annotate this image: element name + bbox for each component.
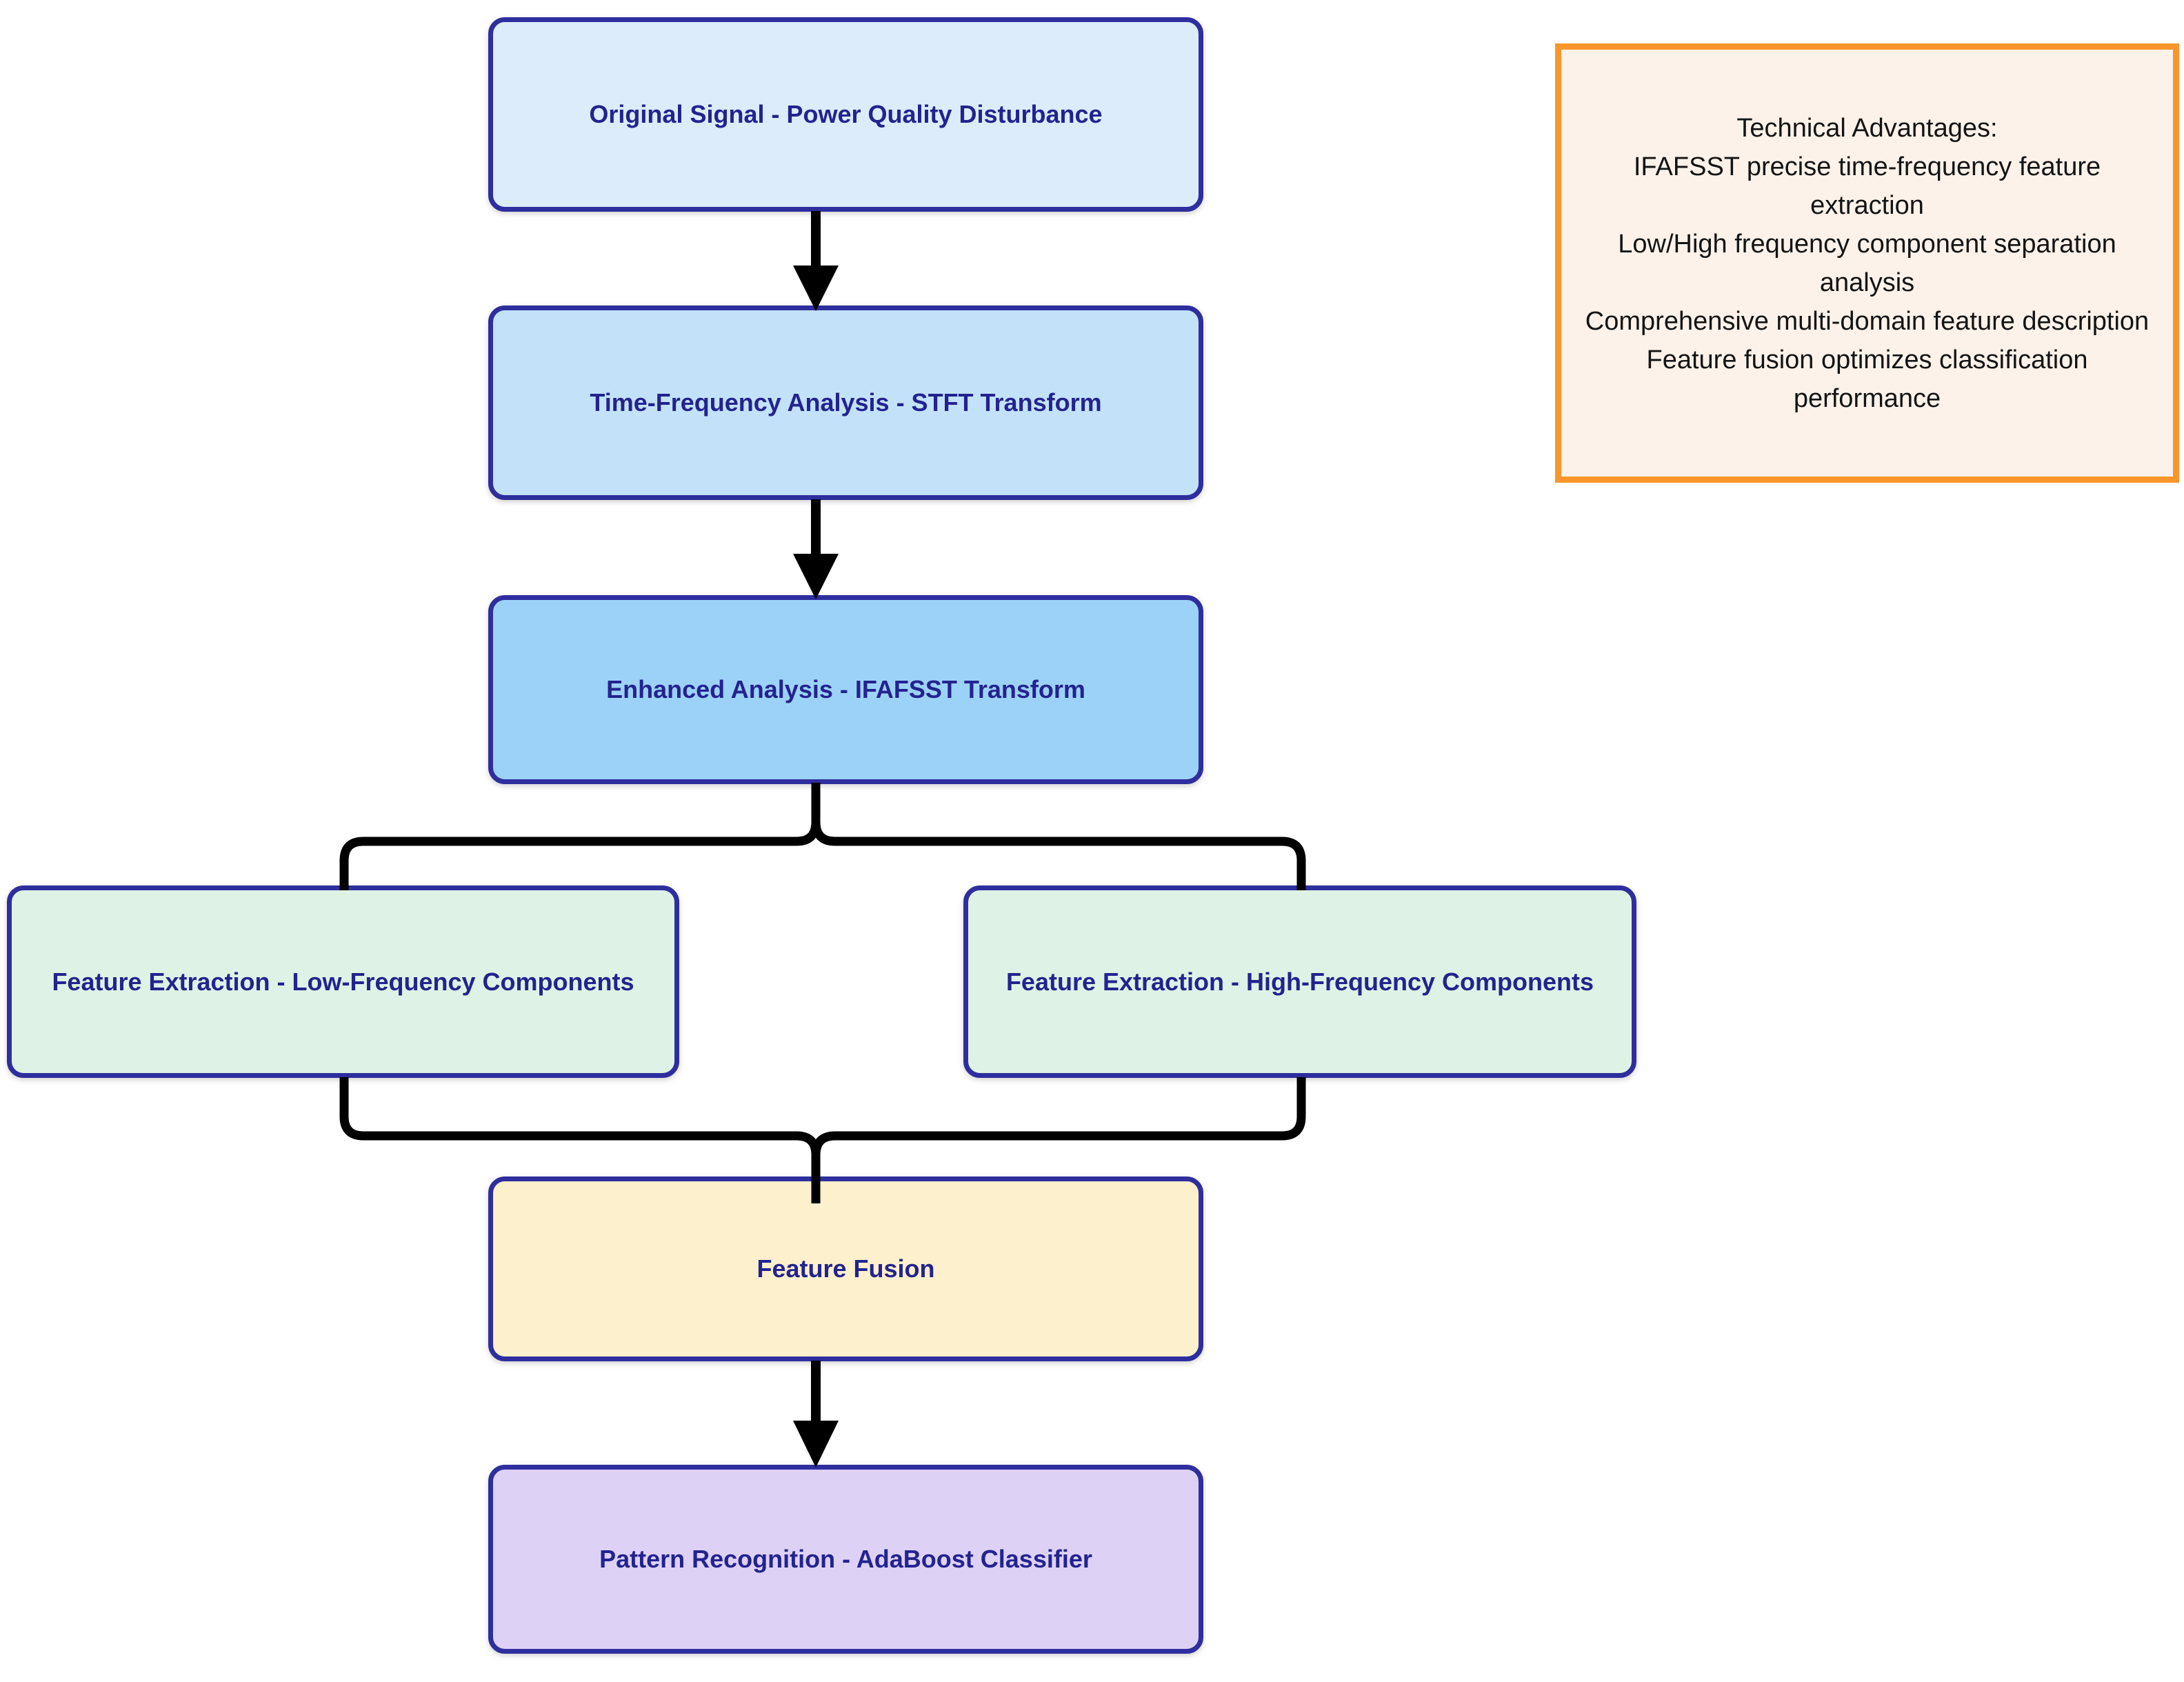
node-low-frequency-features: Feature Extraction - Low-Frequency Compo… [7,885,679,1078]
node-adaboost-classifier: Pattern Recognition - AdaBoost Classifie… [488,1465,1203,1654]
node-label: Feature Extraction - High-Frequency Comp… [1005,967,1594,996]
note-item: Comprehensive multi-domain feature descr… [1585,306,2150,336]
node-label: Original Signal - Power Quality Disturba… [589,100,1103,128]
node-label: Time-Frequency Analysis - STFT Transform [590,388,1102,417]
node-original-signal: Original Signal - Power Quality Disturba… [488,17,1203,212]
node-label: Enhanced Analysis - IFAFSST Transform [606,675,1085,703]
node-stft-transform: Time-Frequency Analysis - STFT Transform [488,306,1203,500]
edge-ifafsst-to-high-freq [811,783,1306,890]
node-label: Feature Fusion [757,1254,935,1283]
node-ifafsst-transform: Enhanced Analysis - IFAFSST Transform [488,595,1203,784]
node-feature-fusion: Feature Fusion [488,1177,1203,1361]
note-title: Technical Advantages: [1736,113,1998,143]
arrowhead-down-icon [793,1421,839,1468]
note-item: IFAFSST precise time-frequency feature e… [1633,152,2101,220]
node-label: Feature Extraction - Low-Frequency Compo… [52,967,634,996]
note-item: Low/High frequency component separation … [1618,229,2116,297]
note-item: Feature fusion optimizes classification … [1646,345,2088,413]
edge-ifafsst-to-low-freq [339,783,821,890]
node-high-frequency-features: Feature Extraction - High-Frequency Comp… [963,885,1636,1078]
arrowhead-down-icon [793,554,839,599]
technical-advantages-note: Technical Advantages: IFAFSST precise ti… [1555,43,2179,483]
arrowhead-down-icon [793,266,839,311]
node-label: Pattern Recognition - AdaBoost Classifie… [599,1545,1092,1573]
